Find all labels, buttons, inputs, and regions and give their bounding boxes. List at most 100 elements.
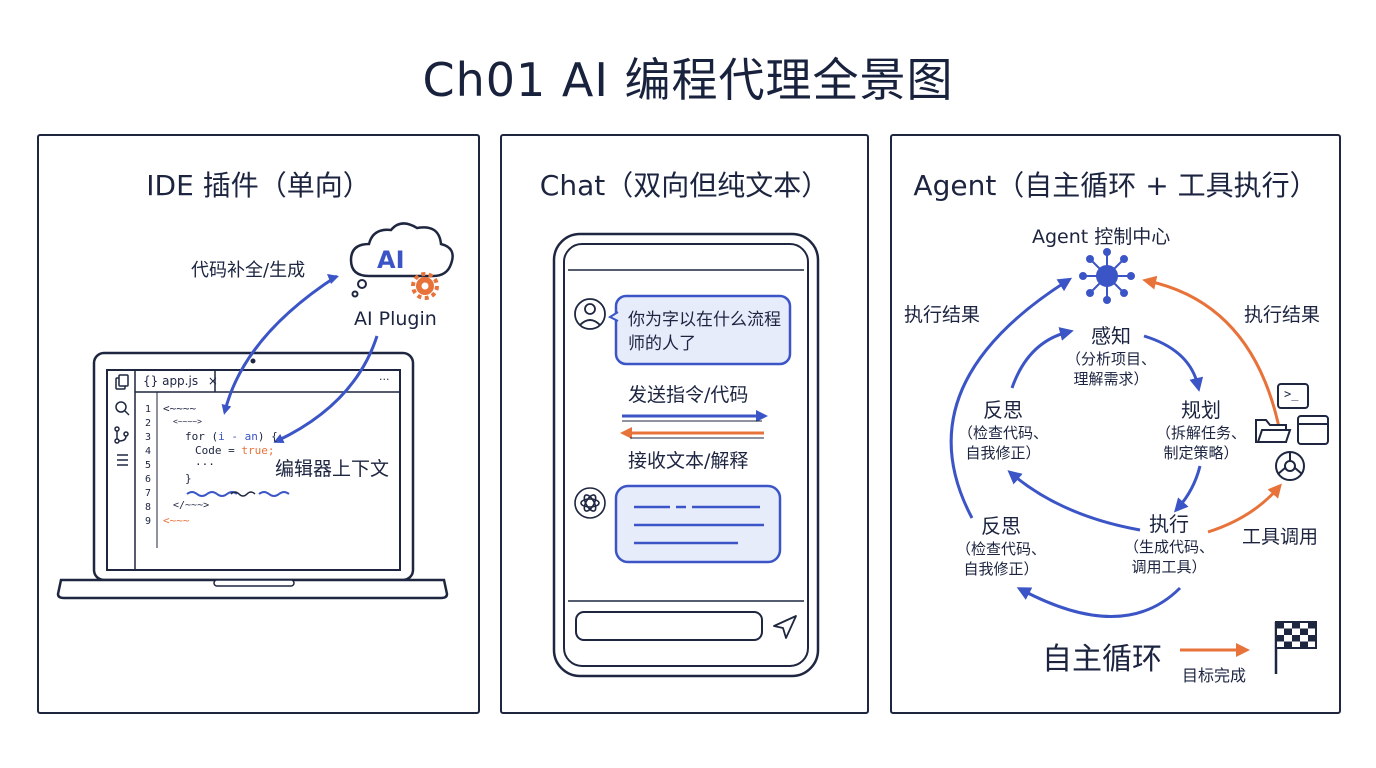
receive-label: 接收文本/解释 <box>628 450 749 472</box>
code-assign: Code = <box>195 444 242 457</box>
code-brace: ) { <box>257 430 278 443</box>
code-for: for ( <box>185 430 219 443</box>
tool-call-label: 工具调用 <box>1242 526 1319 548</box>
reflect2-desc-2: 自我修正） <box>963 560 1039 578</box>
panel-chat: Chat（双向但纯文本） <box>500 134 869 714</box>
user-avatar-icon <box>574 298 606 330</box>
perceive-desc-2: 理解需求） <box>1073 370 1149 388</box>
reflect2-title: 反思 <box>981 514 1021 538</box>
plan-to-execute-arrow <box>1174 465 1202 513</box>
node-reflect-1: 反思 （检查代码、 自我修正） <box>948 394 1058 463</box>
chat-illustration <box>552 232 820 678</box>
reflect1-title: 反思 <box>983 398 1023 422</box>
line-number: 3 <box>145 432 152 443</box>
node-execute: 执行 （生成代码、 调用工具） <box>1114 508 1224 577</box>
user-message-bubble <box>614 294 792 366</box>
right-result-label: 执行结果 <box>1244 304 1321 326</box>
terminal-glyph: >_ <box>1284 387 1299 401</box>
ide-illustration <box>56 222 454 600</box>
code-true: true; <box>241 444 275 457</box>
user-message-text: 你为字以在什么流程师的人了 <box>628 310 781 354</box>
extensions-icon <box>117 454 128 466</box>
checkered-flag-icon <box>1274 621 1317 674</box>
chrome-icon <box>1275 451 1305 481</box>
outer-return-arrow <box>1142 275 1282 433</box>
reflect2-desc-1: （检查代码、 <box>955 540 1046 558</box>
ai-cloud-text: AI <box>377 246 405 274</box>
send-icon <box>773 615 797 639</box>
loop-label: 自主循环 <box>1042 642 1162 677</box>
line-number: 8 <box>145 502 152 513</box>
panel-agent: Agent（自主循环 + 工具执行） <box>890 134 1341 714</box>
execute-desc-2: 调用工具） <box>1131 558 1207 576</box>
panel-ide-title: IDE 插件（单向） <box>146 169 371 202</box>
laptop-camera <box>250 358 256 364</box>
page-title: Ch01 AI 编程代理全景图 <box>422 53 954 107</box>
plan-desc-1: （拆解任务、 <box>1155 424 1246 442</box>
ai-assistant-icon <box>574 487 606 519</box>
line-number: 2 <box>145 418 152 429</box>
line-number: 9 <box>145 516 152 527</box>
gear-icon <box>411 272 439 300</box>
plan-desc-2: 制定策略） <box>1163 444 1239 462</box>
code-var: i - an <box>218 430 258 443</box>
tab-label: {} app.js <box>143 374 199 388</box>
node-perceive: 感知 （分析项目、 理解需求） <box>1056 320 1166 389</box>
browser-window-icon <box>1297 415 1329 445</box>
chat-input-field <box>575 611 763 641</box>
plan-title: 规划 <box>1181 398 1221 422</box>
context-arrow <box>273 335 379 443</box>
ide-arrow-top-label: 代码补全/生成 <box>191 260 306 281</box>
ai-cloud-icon <box>349 222 454 278</box>
agent-hub-label: Agent 控制中心 <box>1032 226 1171 248</box>
tab-more-icon[interactable]: ··· <box>379 373 390 386</box>
perceive-to-plan-arrow <box>1143 334 1204 392</box>
editor-tab-app-js[interactable]: {} app.js × <box>143 374 218 388</box>
code-line-6: } <box>185 472 192 485</box>
panel-chat-title: Chat（双向但纯文本） <box>539 169 830 202</box>
outer-loop-left-arrow <box>949 277 1073 519</box>
goal-label: 目标完成 <box>1182 666 1247 685</box>
send-label: 发送指令/代码 <box>628 384 749 406</box>
perceive-title: 感知 <box>1091 324 1131 348</box>
code-line-3: for (i - an) { <box>185 430 278 443</box>
code-line-9: <~~~ <box>163 514 190 527</box>
ide-arrow-bottom-label: 编辑器上下文 <box>275 458 390 480</box>
tool-call-arrow <box>1207 483 1282 534</box>
reflect1-desc-2: 自我修正） <box>965 444 1041 462</box>
ai-plugin-label: AI Plugin <box>354 308 437 330</box>
code-line-1: <~~~~ <box>163 402 197 415</box>
execute-title: 执行 <box>1149 512 1189 536</box>
completion-arrow <box>221 274 338 415</box>
tab-close-icon[interactable]: × <box>207 374 218 388</box>
reflect1-desc-1: （检查代码、 <box>957 424 1048 442</box>
terminal-icon <box>1277 383 1309 409</box>
folder-icon <box>1255 419 1292 443</box>
search-icon <box>115 401 130 416</box>
line-number: 1 <box>145 404 152 415</box>
bottom-loop-arrow <box>1016 586 1182 618</box>
node-plan: 规划 （拆解任务、 制定策略） <box>1146 394 1256 463</box>
code-line-4: Code = true; <box>195 444 274 457</box>
files-icon <box>115 374 129 390</box>
editor-window <box>106 369 401 571</box>
git-branch-icon <box>114 426 129 444</box>
reflect-to-perceive-arrow <box>1010 327 1074 389</box>
code-line-5: ··· <box>195 458 215 471</box>
agent-hub-icon <box>1079 248 1135 304</box>
panel-ide-plugin: IDE 插件（单向） <box>37 134 480 714</box>
line-number: 7 <box>145 488 152 499</box>
agent-loop-illustration <box>949 248 1329 674</box>
execute-to-reflect-arrow <box>1007 470 1141 532</box>
perceive-desc-1: （分析项目、 <box>1065 350 1156 368</box>
left-result-label: 执行结果 <box>904 304 981 326</box>
laptop-base <box>56 578 449 600</box>
code-line-2: <~~~~> <box>173 417 202 426</box>
code-line-8: </~~~> <box>173 500 210 511</box>
execute-desc-1: （生成代码、 <box>1123 538 1214 556</box>
line-number: 6 <box>145 474 152 485</box>
line-number: 5 <box>145 460 152 471</box>
panel-agent-title: Agent（自主循环 + 工具执行） <box>913 169 1318 202</box>
line-number: 4 <box>145 446 152 457</box>
node-reflect-2: 反思 （检查代码、 自我修正） <box>946 510 1056 579</box>
